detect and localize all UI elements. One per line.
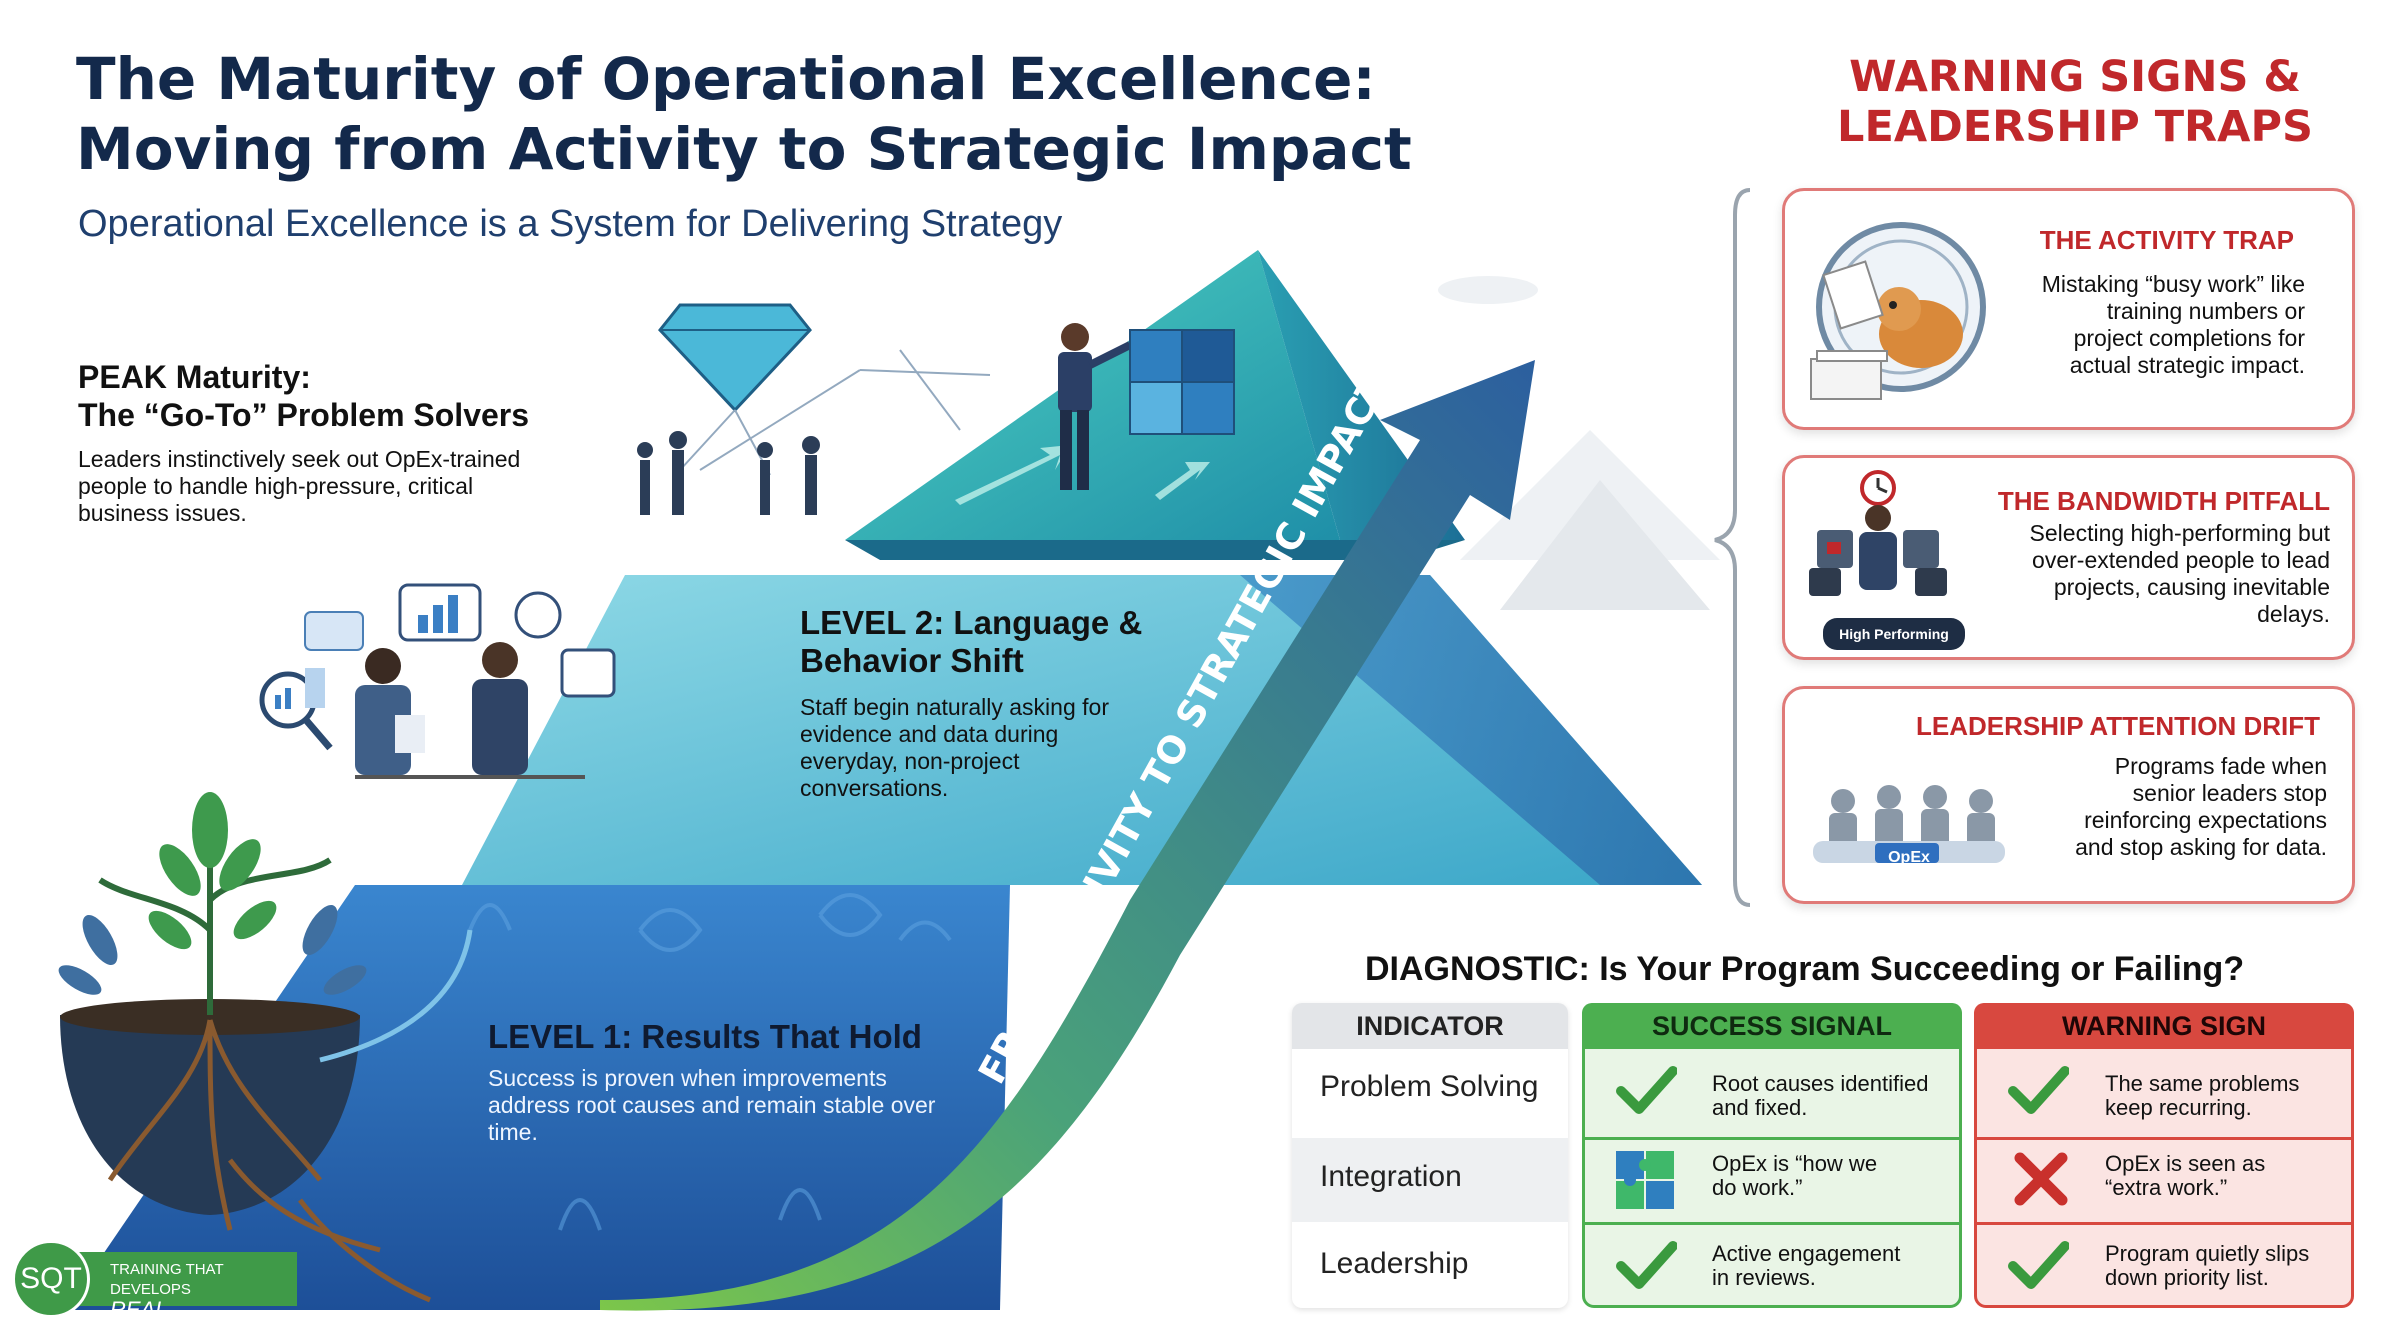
cell-line: Root causes identified [1712,1071,1929,1096]
trap-title: THE ACTIVITY TRAP [2039,225,2294,255]
badge-label: High Performing [1839,626,1949,642]
level2-description: Staff begin naturally asking for evidenc… [800,694,1109,801]
trap-title: LEADERSHIP ATTENTION DRIFT [1916,711,2320,741]
logo-tagline: TRAINING THAT DEVELOPS REAL CAPABILITY [110,1260,297,1339]
success-header: SUCCESS SIGNAL [1582,1003,1962,1049]
warning-header: WARNING SIGN [1974,1003,2354,1049]
trap-line: delays. [2257,601,2330,627]
success-text: OpEx is “how we do work.” [1712,1152,1877,1200]
warning-text: The same problems keep recurring. [2105,1072,2299,1120]
logo-mark: SQT [12,1240,90,1318]
trap-line: Selecting high-performing but [2029,520,2330,546]
indicator-row-bg [1292,1138,1568,1222]
trap-line: Mistaking “busy work” like [2041,271,2305,297]
warning-heading-line-1: WARNING SIGNS & [1849,52,2301,102]
green-check-icon [2008,1066,2069,1114]
warning-text: Program quietly slips down priority list… [2105,1242,2309,1290]
trap-line: over-extended people to lead [2032,547,2330,573]
trap-line: and stop asking for data. [2075,834,2327,860]
green-check-icon [2008,1241,2069,1289]
trap-line: senior leaders stop [2132,780,2327,806]
peak-title-line-2: The “Go-To” Problem Solvers [78,397,530,433]
success-divider [1585,1222,1959,1225]
trap-line: actual strategic impact. [2069,352,2305,378]
trap-line: reinforcing expectations [2084,807,2327,833]
red-x-icon [2014,1152,2068,1206]
cell-line: do work.” [1712,1175,1803,1200]
trap-line: Programs fade when [2114,753,2327,779]
cell-line: OpEx is “how we [1712,1151,1878,1176]
meeting-table-icon [1813,785,2005,863]
peak-description: Leaders instinctively seek out OpEx-trai… [78,446,521,526]
green-check-icon [1616,1241,1677,1289]
indicator-integration: Integration [1320,1160,1462,1193]
trap-description: Selecting high-performing but over-exten… [2030,520,2330,628]
level1-title: LEVEL 1: Results That Hold [488,1018,922,1055]
warning-divider [1977,1137,2351,1140]
success-text: Active engagement in reviews. [1712,1242,1900,1290]
cell-line: and fixed. [1712,1095,1808,1120]
cell-line: Active engagement [1712,1241,1901,1266]
cell-line: down priority list. [2105,1265,2269,1290]
level2-title-line-2: Behavior Shift [800,642,1024,679]
trap-line: projects, causing inevitable [2053,574,2330,600]
logo-tagline-line-2: REAL CAPABILITY [110,1297,236,1339]
cell-line: “extra work.” [2105,1175,2228,1200]
trap-card-activity: THE ACTIVITY TRAP Mistaking “busy work” … [1782,188,2355,430]
cell-line: The same problems [2105,1071,2300,1096]
cell-line: in reviews. [1712,1265,1816,1290]
title-line-2: Moving from Activity to Strategic Impact [76,115,1412,183]
trap-description: Mistaking “busy work” like training numb… [2042,271,2305,379]
sqt-logo: SQT TRAINING THAT DEVELOPS REAL CAPABILI… [12,1240,297,1339]
peak-title-line-1: PEAK Maturity: [78,359,311,395]
title-line-1: The Maturity of Operational Excellence: [76,45,1376,113]
success-divider [1585,1137,1959,1140]
indicator-leadership: Leadership [1320,1247,1469,1280]
warning-heading-line-2: LEADERSHIP TRAPS [1837,102,2313,152]
cell-line: OpEx is seen as [2105,1151,2266,1176]
trap-line: project completions for [2073,325,2305,351]
trap-description: Programs fade when senior leaders stop r… [2075,753,2327,861]
page-title: The Maturity of Operational Excellence: … [76,44,1516,184]
green-check-icon [1616,1066,1677,1114]
indicator-problem-solving: Problem Solving [1320,1070,1539,1103]
trap-title: THE BANDWIDTH PITFALL [1997,486,2330,516]
trap-card-attention: OpEx LEADERSHIP ATTENTION DRIFT Programs… [1782,686,2355,904]
success-text: Root causes identified and fixed. [1712,1072,1928,1120]
page-subtitle: Operational Excellence is a System for D… [78,203,1063,245]
level1-description: Success is proven when improvements addr… [488,1065,936,1145]
opex-badge: OpEx [1888,849,1930,866]
logo-mark-text: SQT [20,1262,82,1295]
warning-text: OpEx is seen as “extra work.” [2105,1152,2265,1200]
cell-line: keep recurring. [2105,1095,2252,1120]
logo-tagline-box [72,1252,297,1306]
warning-divider [1977,1222,2351,1225]
indicator-header: INDICATOR [1292,1003,1568,1049]
cell-line: Program quietly slips [2105,1241,2310,1266]
trap-line: training numbers or [2106,298,2305,324]
diagnostic-title: DIAGNOSTIC: Is Your Program Succeeding o… [1365,950,2245,988]
puzzle-icon [1616,1151,1674,1209]
warning-heading: WARNING SIGNS & LEADERSHIP TRAPS [1810,52,2340,152]
trap-card-bandwidth: High Performing THE BANDWIDTH PITFALL Se… [1782,455,2355,660]
overloaded-worker-icon [1809,470,1947,596]
level2-title-line-1: LEVEL 2: Language & [800,604,1143,641]
warning-column [1974,1003,2354,1308]
level2-title: LEVEL 2: Language & Behavior Shift [800,604,1142,680]
hamster-wheel-icon [1810,222,1986,400]
logo-tagline-line-1: TRAINING THAT DEVELOPS [110,1261,224,1298]
peak-title: PEAK Maturity: The “Go-To” Problem Solve… [78,358,529,434]
high-performing-badge: High Performing [1823,618,1965,650]
